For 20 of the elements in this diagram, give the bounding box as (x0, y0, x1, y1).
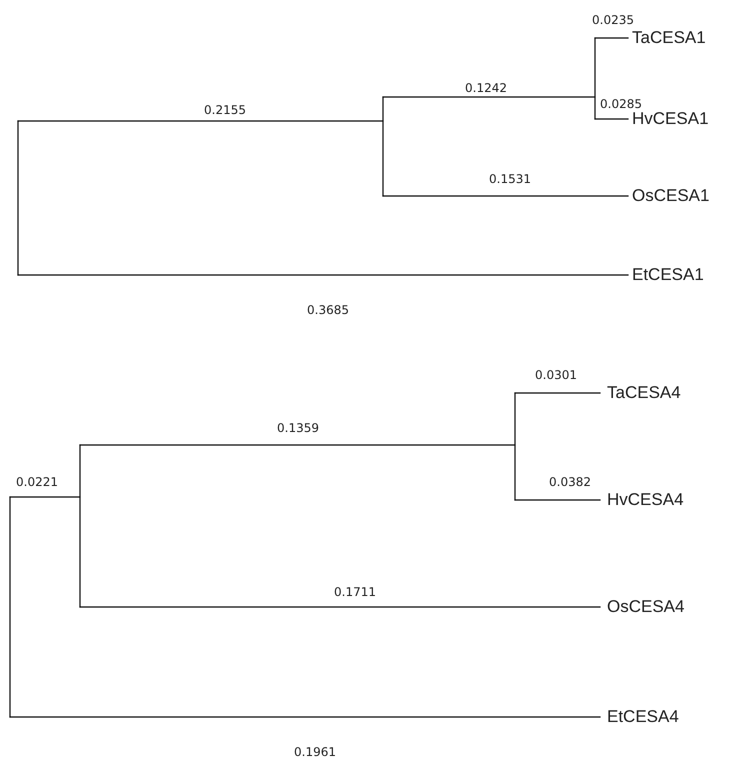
taxon-name: OsCESA1 (632, 186, 710, 206)
taxon-name: TaCESA4 (607, 383, 681, 403)
branch-length: 0.3685 (307, 303, 349, 317)
branch-length: 0.0285 (600, 97, 642, 111)
branch-length: 0.0382 (549, 475, 591, 489)
taxon-name: OsCESA4 (607, 597, 684, 617)
branch-length: 0.1359 (277, 421, 319, 435)
taxon-name: HvCESA1 (632, 109, 709, 129)
branch-length: 0.0235 (592, 13, 634, 27)
taxon-name: EtCESA1 (632, 265, 704, 285)
taxon-name: TaCESA1 (632, 28, 706, 48)
branch-length: 0.1961 (294, 745, 336, 759)
branch-length: 0.1531 (489, 172, 531, 186)
taxon-name: EtCESA4 (607, 707, 679, 727)
branch-length: 0.1242 (465, 81, 507, 95)
branch-length: 0.1711 (334, 585, 376, 599)
taxon-name: HvCESA4 (607, 490, 684, 510)
branch-length: 0.0301 (535, 368, 577, 382)
branch-length: 0.0221 (16, 475, 58, 489)
branch-length: 0.2155 (204, 103, 246, 117)
